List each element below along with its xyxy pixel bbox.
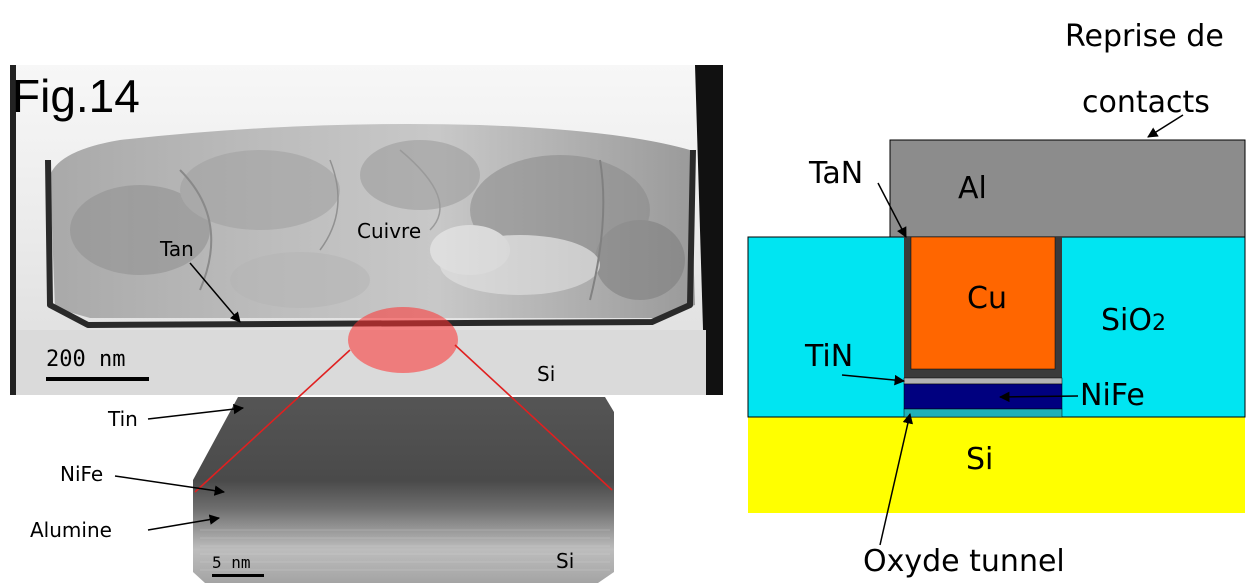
sio2-main: SiO — [1101, 303, 1152, 338]
sio2-subscript: 2 — [1152, 311, 1166, 336]
zoom-line-left — [194, 349, 351, 493]
hrtem-tin-arrow — [147, 403, 245, 420]
tem-label-substrate: Si — [537, 362, 555, 386]
schematic-label-tunnel-oxide: Oxyde tunnel — [863, 544, 1065, 579]
hrtem-label-tin: Tin — [107, 407, 138, 431]
figure-label: Fig.14 — [12, 70, 140, 122]
hrtem-micrograph — [193, 344, 614, 583]
zoom-region-ellipse — [348, 307, 458, 373]
tem-liner-arrow — [189, 262, 241, 323]
schematic-contact-title-2: contacts — [1082, 85, 1210, 120]
schematic-oxide-arrow — [879, 412, 914, 546]
schematic-label-cu: Cu — [967, 281, 1007, 316]
tem-grain-texture — [70, 140, 685, 308]
zoom-line-right — [454, 344, 613, 491]
device-schematic — [747, 139, 1246, 513]
tem-scale-bar — [46, 377, 149, 381]
schematic-label-nife: NiFe — [1080, 378, 1145, 413]
hrtem-lattice-texture — [200, 529, 610, 571]
hrtem-label-substrate: Si — [556, 549, 574, 573]
schematic-nife-arrow — [998, 391, 1079, 403]
tem-label-copper: Cuivre — [357, 219, 421, 243]
schematic-contact-arrow — [1147, 114, 1184, 138]
schematic-tunnel-oxide — [903, 408, 1063, 418]
schematic-si-layer — [748, 417, 1245, 513]
schematic-label-sio2: SiO2 — [1101, 303, 1166, 338]
tem-black-edge-left — [10, 65, 16, 395]
tem-black-edge-right — [695, 65, 723, 395]
hrtem-label-nife: NiFe — [60, 462, 103, 486]
schematic-label-tin: TiN — [804, 339, 853, 374]
hrtem-scale-label: 5 nm — [212, 553, 251, 572]
tem-label-liner: Tan — [159, 237, 194, 261]
hrtem-label-alumina: Alumine — [30, 518, 112, 542]
schematic-label-al: Al — [958, 171, 987, 206]
hrtem-image-area — [193, 397, 614, 583]
tem-micrograph — [10, 65, 723, 395]
hrtem-nife-arrow — [114, 475, 226, 496]
schematic-cu-fill — [910, 236, 1056, 370]
schematic-tin-layer — [903, 377, 1063, 385]
tem-scale-label: 200 nm — [46, 347, 125, 372]
schematic-label-tan: TaN — [808, 156, 863, 191]
schematic-contact-title-1: Reprise de — [1065, 19, 1224, 54]
schematic-label-si: Si — [966, 442, 993, 477]
schematic-tin-arrow — [841, 374, 906, 386]
hrtem-alumina-arrow — [147, 514, 221, 531]
schematic-tan-arrow — [877, 182, 907, 238]
hrtem-scale-bar — [212, 574, 264, 577]
schematic-al-contact — [889, 139, 1246, 238]
